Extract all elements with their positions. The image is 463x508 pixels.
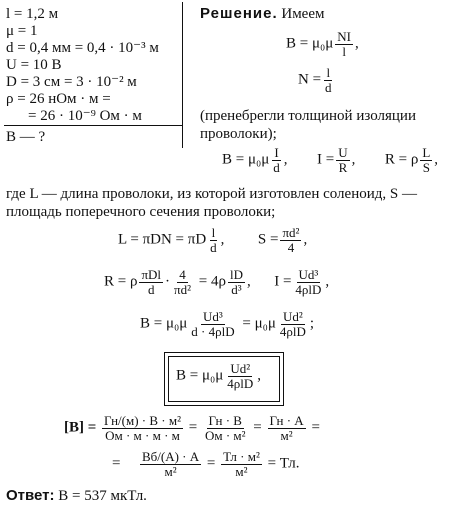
eq3-b-tail: ,: [351, 151, 356, 168]
given-divider: [4, 125, 182, 126]
eq5-n4: Ud³: [296, 267, 321, 283]
eq6-n1: Ud³: [201, 309, 225, 325]
units1-n3: Гн · А: [267, 413, 306, 429]
eq6-lhs: B = μ₀μ: [140, 315, 188, 332]
eq3-a-den: d: [273, 159, 280, 175]
eq5-lhs: R = ρ: [104, 273, 138, 290]
eq5-dot: ·: [165, 273, 171, 290]
units1-n2: Гн · В: [206, 413, 244, 429]
eq6-n2: Ud²: [280, 309, 305, 325]
eq5-n1: πDl: [139, 267, 164, 283]
units2-lead: =: [112, 455, 121, 472]
eq4-a-den: d: [210, 239, 217, 255]
answer-label: Ответ:: [6, 487, 55, 504]
given-line-7: = 26 · 10⁻⁹ Ом · м: [28, 108, 142, 124]
eq6-d2: 4ρlD: [279, 323, 306, 339]
eq4-b-num: πd²: [280, 225, 302, 241]
eq5-tail: ,: [325, 273, 330, 290]
eq3-c-lhs: R = ρ: [384, 151, 419, 168]
eq6-tail: ;: [309, 315, 315, 332]
eq5-d2: πd²: [174, 281, 191, 297]
eq3-c-den: S: [422, 159, 430, 175]
final-formula-box-inner: [168, 356, 280, 402]
given-line-5: D = 3 см = 3 · 10⁻² м: [6, 74, 137, 90]
units1-d3: м²: [280, 427, 293, 443]
units2-d1: м²: [164, 463, 177, 479]
eq4-b-tail: ,: [303, 231, 308, 248]
eq6-d1: d · 4ρlD: [191, 323, 235, 339]
eq4-a-tail: ,: [220, 231, 225, 248]
eq3-b-num: U: [336, 145, 350, 161]
final-formula-box: [164, 352, 284, 406]
solution-label: Решение.: [200, 5, 278, 22]
units2-d2: м²: [235, 463, 248, 479]
given-line-4: U = 10 В: [6, 57, 62, 73]
eq5-n3: lD: [227, 267, 245, 283]
eq6-mid: = μ₀μ: [242, 315, 276, 332]
units1-d1: Ом · м · м · м: [105, 427, 180, 443]
eq3-b-den: R: [338, 159, 348, 175]
given-line-3: d = 0,4 мм = 0,4 · 10⁻³ м: [6, 40, 159, 56]
text-line-1: где L — длина проволоки, из которой изго…: [6, 186, 417, 202]
units1-eq-3: =: [311, 419, 320, 436]
note-line-1: (пренебрегли толщиной изоляции: [200, 108, 416, 124]
given-line-1: l = 1,2 м: [6, 6, 59, 22]
eq5-n2: 4: [177, 267, 188, 283]
eq1-num: NI: [335, 29, 353, 45]
units2-tail: = Тл.: [267, 455, 300, 472]
answer-line: Ответ: B = 537 мкТл.: [6, 487, 147, 505]
eq3-c-tail: ,: [434, 151, 439, 168]
find-text: B — ?: [6, 129, 46, 145]
answer-value: B = 537 мкТл.: [58, 488, 147, 504]
eq5-mid: = 4ρ: [198, 273, 226, 290]
eq4-a-lhs: L = πDN = πD: [118, 231, 207, 248]
units1-eq-1: =: [188, 419, 198, 436]
eq2-den: d: [325, 79, 332, 95]
eq1-den: l: [342, 43, 346, 59]
eq7-tail: ,: [257, 367, 262, 384]
eq4-a-num: l: [209, 225, 218, 241]
units1-d2: Ом · м²: [204, 427, 246, 443]
eq2-num: l: [324, 65, 333, 81]
eq5-sep: ,: [246, 273, 251, 290]
eq5-d4: 4ρlD: [295, 281, 322, 297]
solution-intro: Имеем: [281, 6, 325, 22]
eq7-den: 4ρlD: [227, 375, 254, 391]
units2-eq: =: [206, 455, 216, 472]
units2-n2: Тл · м²: [221, 449, 262, 465]
eq7-num: Ud²: [228, 361, 253, 377]
eq3-b-lhs: I =: [317, 151, 335, 168]
units1-n1: Гн/(м) · В · м²: [102, 413, 183, 429]
eq1-tail: ,: [355, 35, 359, 52]
note-line-2: проволоки);: [200, 126, 277, 142]
units1-eq-2: =: [253, 419, 262, 436]
eq7-lhs: B = μ₀μ: [176, 367, 224, 384]
given-line-6: ρ = 26 нОм · м =: [6, 91, 111, 107]
units2-n1: Вб/(А) · А: [139, 449, 202, 465]
eq2-lhs: N =: [298, 71, 322, 88]
eq3-a-lhs: B = μ₀μ: [222, 151, 270, 168]
eq3-a-tail: ,: [283, 151, 288, 168]
eq1-lhs: B = μ₀μ: [286, 35, 334, 52]
given-vertical-rule: [182, 2, 183, 148]
eq3-c-num: L: [420, 145, 433, 161]
given-line-2: μ = 1: [6, 23, 38, 39]
eq4-b-lhs: S =: [257, 231, 279, 248]
eq3-a-num: I: [272, 145, 281, 161]
eq5-d1: d: [147, 281, 155, 297]
eq5-i-lhs: I =: [274, 273, 292, 290]
units1-lhs: [B] =: [64, 419, 97, 436]
text-line-2: площадь поперечного сечения проволоки;: [6, 204, 276, 220]
eq4-b-den: 4: [287, 239, 295, 255]
eq5-d3: d³: [231, 281, 242, 297]
